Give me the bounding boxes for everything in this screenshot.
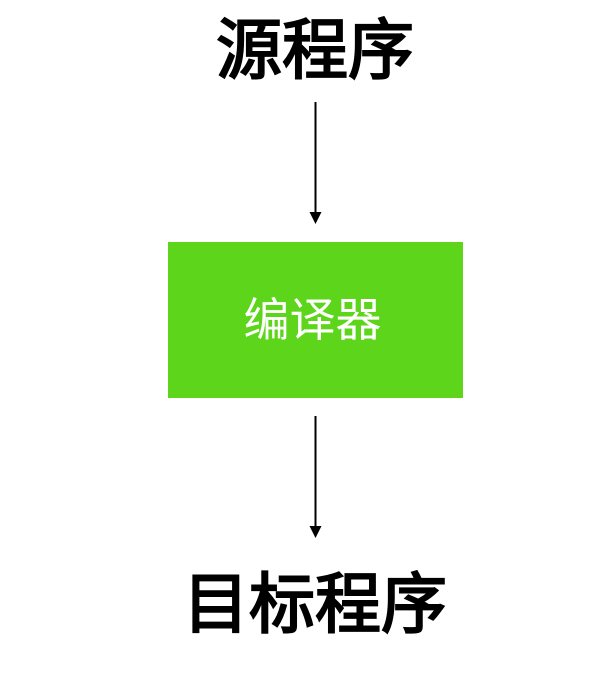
arrow-source-to-compiler [309,102,322,224]
target-program-label: 目标程序 [183,566,447,643]
source-program-label: 源程序 [216,12,414,89]
arrow-head-icon [309,526,322,538]
compiler-box: 编译器 [168,242,463,398]
compiler-label: 编译器 [243,293,382,347]
arrow-head-icon [309,212,322,224]
arrow-compiler-to-target [309,416,322,538]
